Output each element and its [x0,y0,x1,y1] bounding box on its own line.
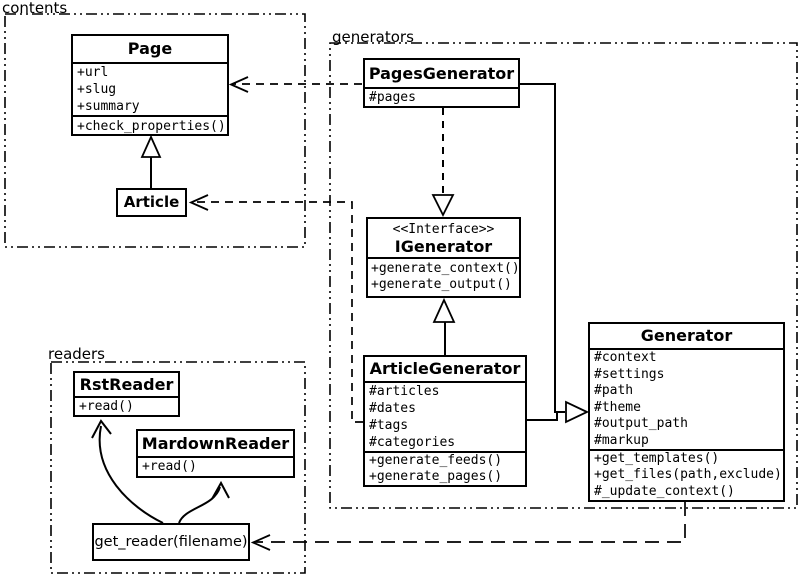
generalization-articlegenerator-to-generator-line [527,412,558,421]
package-label-generators: generators [332,28,414,46]
method: +generate_feeds() [369,453,503,468]
association-getreader-to-mardownreader-arrow-icon [211,480,230,500]
attribute: #articles [369,384,440,399]
method: +check_properties() [77,119,226,134]
dependency-generator-to-getreader-line [255,502,686,543]
method: +get_templates() [594,451,720,466]
methods-compartment: +get_templates() +get_files(path,exclude… [590,449,783,500]
attribute: #context [594,350,657,365]
attribute: +summary [77,99,140,114]
package-label-contents: contents [2,0,68,17]
attribute: #dates [369,401,416,416]
class-box-articlegenerator: ArticleGenerator #articles #dates #tags … [363,355,527,487]
attribute: #markup [594,432,649,448]
generalization-pagesgenerator-to-generator-line [520,83,565,413]
attribute: #pages [369,90,416,105]
generalization-to-generator-triangle-icon [565,400,590,424]
attributes-compartment: #articles #dates #tags #categories [365,383,525,451]
methods-compartment: +read() [138,458,293,476]
attributes-compartment: +url +slug +summary [73,64,227,115]
methods-compartment: +generate_feeds() +generate_pages() [365,451,525,485]
generalization-articlegenerator-to-igenerator-triangle-icon [432,297,456,323]
interface-box-igenerator: <<Interface>> IGenerator +generate_conte… [366,217,521,298]
attributes-compartment: #context #settings #path #theme #output_… [590,350,783,449]
attribute: +slug [77,82,117,97]
class-box-rstreader: RstReader +read() [73,371,180,417]
dependency-generator-to-getreader-arrow-icon [250,534,271,551]
attribute: #theme [594,399,641,415]
class-name-generator: Generator [590,324,783,350]
attribute: #categories [369,435,456,450]
dependency-articlegenerator-to-article-arrow-icon [188,194,209,211]
interface-header: <<Interface>> IGenerator [368,219,519,259]
generalization-article-to-page-triangle-icon [140,134,162,158]
attribute: +url [77,65,109,80]
class-name-article: Article [123,193,180,211]
method: +generate_output() [371,277,512,292]
package-border-readers [50,361,306,574]
class-box-mardownreader: MardownReader +read() [136,429,295,478]
class-name-pagesgenerator: PagesGenerator [365,60,518,89]
package-label-readers: readers [48,345,105,363]
methods-compartment: +check_properties() [73,115,227,134]
methods-compartment: +read() [75,398,178,415]
association-getreader-to-mardownreader-line [178,486,221,524]
method: #_update_context() [594,483,735,499]
method: +generate_pages() [369,469,503,484]
attribute: #settings [594,366,665,382]
method: +get_files(path,exclude) [594,467,782,483]
stereotype-label: <<Interface>> [392,222,495,237]
attributes-compartment: #pages [365,89,518,106]
class-name-mardownreader: MardownReader [138,431,293,458]
association-getreader-to-rstreader-line [98,425,164,524]
class-box-page: Page +url +slug +summary +check_properti… [71,34,229,136]
class-box-article: Article [116,188,187,217]
class-box-generator: Generator #context #settings #path #them… [588,322,785,502]
class-name-rstreader: RstReader [75,373,178,398]
attribute: #output_path [594,416,688,431]
package-border-generators [329,42,798,509]
method: +read() [142,459,197,474]
class-name-igenerator: IGenerator [394,237,493,256]
getreader-label: get_reader(filename) [94,534,248,550]
dependency-articlegenerator-to-article-line [193,201,363,423]
realization-pagesgenerator-to-igenerator-triangle-icon [431,194,455,218]
attribute: #path [594,383,634,398]
function-box-getreader: get_reader(filename) [92,523,250,561]
methods-compartment: +generate_context() +generate_output() [368,259,519,293]
association-getreader-to-rstreader-arrow-icon [91,419,112,439]
dependency-pagesgenerator-to-page-arrow-icon [228,76,249,93]
class-box-pagesgenerator: PagesGenerator #pages [363,58,520,108]
package-border-contents [4,13,306,248]
method: +read() [79,399,134,414]
method: +generate_context() [371,261,520,276]
class-name-page: Page [73,36,227,64]
attribute: #tags [369,418,409,433]
class-name-articlegenerator: ArticleGenerator [365,357,525,383]
